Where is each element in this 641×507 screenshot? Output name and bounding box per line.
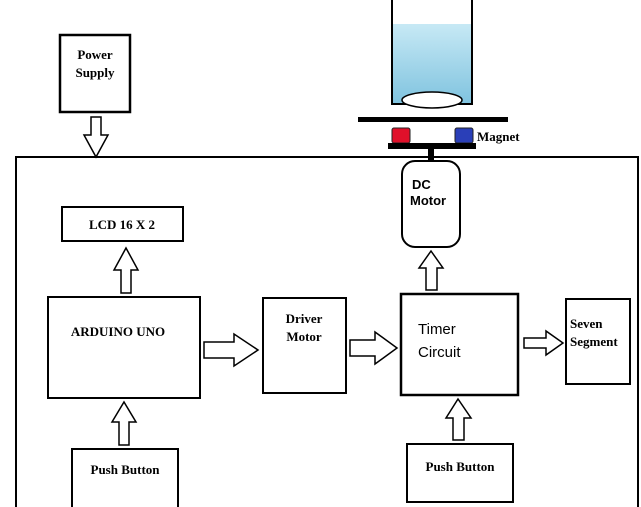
- arrow-arduino-to-driver: [203, 332, 260, 368]
- stir-plate: [358, 117, 508, 122]
- motor-mount-bar: [388, 143, 476, 149]
- timer-circuit-label-line1: Timer: [418, 321, 456, 338]
- arrow-driver-to-timer: [349, 330, 399, 366]
- push-button-left-box: [71, 448, 179, 507]
- magnet-red: [391, 127, 411, 144]
- arrow-right-button-to-timer: [444, 397, 473, 441]
- arduino-box: [47, 296, 201, 399]
- timer-circuit-box: [399, 292, 520, 397]
- arrow-arduino-to-lcd: [112, 246, 140, 294]
- power-supply-label-line1: Power: [77, 47, 113, 62]
- seven-segment-label-line1: Seven: [570, 316, 603, 331]
- seven-segment-label-line2: Segment: [570, 334, 618, 349]
- lcd-label: LCD 16 X 2: [89, 217, 155, 232]
- seven-segment-box: [565, 298, 631, 385]
- arduino-label: ARDUINO UNO: [71, 324, 165, 339]
- driver-motor-label-line1: Driver: [286, 311, 323, 326]
- push-button-right-label: Push Button: [426, 459, 496, 474]
- power-supply-box: [58, 33, 132, 114]
- driver-motor-label-line2: Motor: [286, 329, 322, 344]
- arrow-left-button-to-arduino: [110, 400, 138, 446]
- system-enclosure: [15, 156, 639, 507]
- dc-motor-label-line2: Motor: [410, 193, 446, 208]
- arrow-timer-to-seven-segment: [523, 329, 565, 357]
- magnet-label: Magnet: [477, 129, 520, 144]
- dc-motor: [401, 160, 461, 248]
- timer-circuit-label-line2: Circuit: [418, 344, 461, 361]
- arrow-timer-to-motor: [417, 249, 445, 291]
- arrow-power-down: [82, 116, 110, 159]
- power-supply-label-line2: Supply: [75, 65, 115, 80]
- beaker-water: [392, 24, 472, 104]
- magnet-blue: [454, 127, 474, 144]
- stir-bar: [401, 91, 463, 109]
- dc-motor-label-line1: DC: [412, 177, 431, 192]
- motor-shaft: [428, 149, 434, 161]
- lcd-box: [61, 206, 184, 242]
- beaker: [391, 0, 473, 109]
- push-button-left-label: Push Button: [91, 462, 161, 477]
- driver-motor-box: [262, 297, 347, 394]
- push-button-right-box: [406, 443, 514, 503]
